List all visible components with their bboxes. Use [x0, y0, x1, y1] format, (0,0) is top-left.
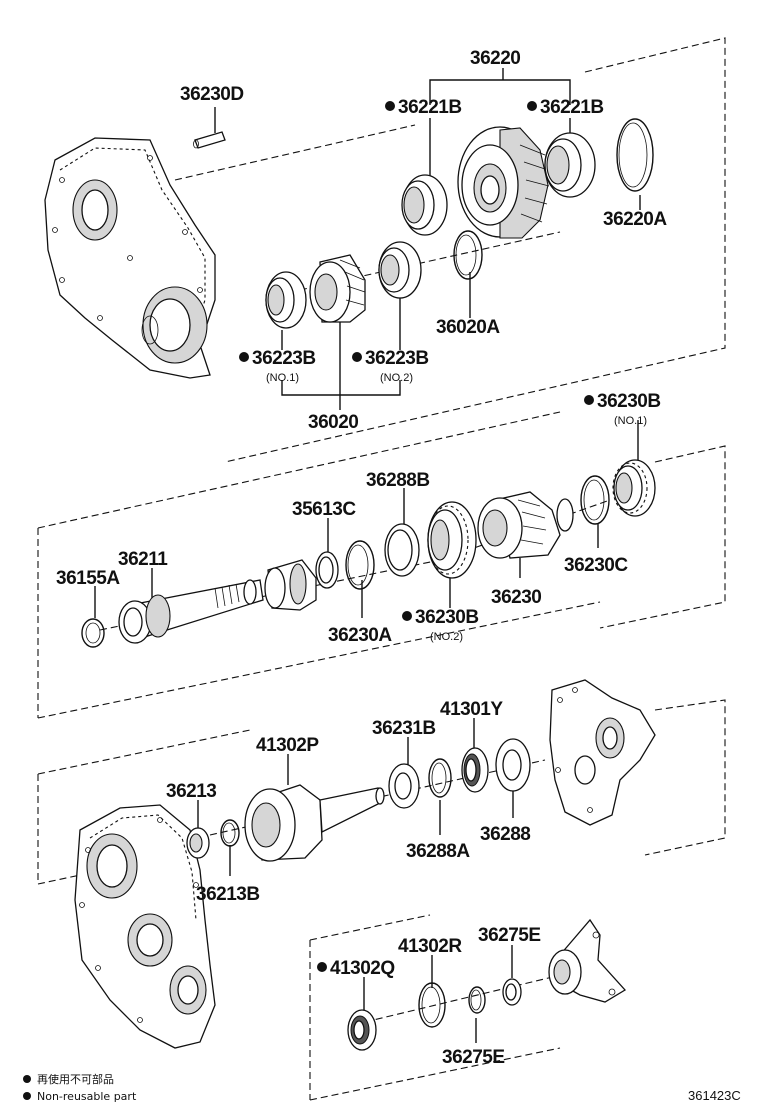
bearing-36213: [186, 827, 210, 859]
label-36020: 36020: [308, 412, 358, 433]
non-reusable-dot: [385, 101, 395, 111]
label-36223b-no2-note: (NO.2): [380, 372, 413, 384]
label-36213b: 36213B: [196, 884, 260, 905]
label-36221b-right: 36221B: [540, 97, 604, 118]
label-36020a: 36020A: [436, 317, 500, 338]
ring-36288b: [384, 523, 420, 577]
seal-41302q: [347, 1009, 377, 1051]
gear-36220: [457, 126, 550, 239]
ring-36230c: [580, 475, 610, 525]
ring-36230a: [345, 540, 375, 590]
non-reusable-dot: [239, 352, 249, 362]
ring-41302r: [418, 982, 446, 1028]
transfer-case-housing-top: [44, 137, 216, 379]
non-reusable-dot: [584, 395, 594, 405]
non-reusable-dot: [352, 352, 362, 362]
label-36275e-bottom: 36275E: [442, 1047, 505, 1068]
flange: [548, 918, 627, 1003]
legend-line-japanese: 再使用不可部品: [37, 1072, 114, 1086]
label-36211: 36211: [118, 549, 168, 570]
shaft-36211: [118, 579, 264, 644]
label-36231b: 36231B: [372, 718, 436, 739]
ring-36020a: [453, 230, 483, 280]
legend-dot: [23, 1075, 31, 1083]
gear-36020: [309, 254, 366, 323]
leader-lines: [94, 68, 641, 1043]
bearing-36221b-left: [401, 174, 448, 236]
bearing-41301y: [461, 747, 489, 793]
non-reusable-dot: [527, 101, 537, 111]
bearing-36221b-right: [544, 132, 596, 198]
label-36221b-left: 36221B: [398, 97, 462, 118]
label-41301y: 41301Y: [440, 699, 503, 720]
assembly-frames: [37, 37, 726, 1101]
washer-36288: [495, 738, 531, 792]
bearing-36223b-no1: [265, 271, 307, 329]
label-36230d: 36230D: [180, 84, 244, 105]
ring-36288a: [428, 758, 452, 798]
ring-35613c: [315, 551, 339, 589]
label-36223b-no1: 36223B: [252, 348, 316, 369]
transfer-case-housing-bottom: [74, 804, 216, 1049]
label-41302r: 41302R: [398, 936, 462, 957]
label-36230b-no1: 36230B: [597, 391, 661, 412]
ring-36213b: [220, 819, 240, 847]
washer-36231b: [388, 763, 420, 809]
label-36230b-no1-note: (NO.1): [614, 415, 647, 427]
nut-36275e: [502, 978, 522, 1006]
label-41302q: 41302Q: [330, 958, 395, 979]
label-36230b-no2: 36230B: [415, 607, 479, 628]
gear-36230: [477, 491, 574, 559]
extension-housing: [549, 679, 656, 826]
pin-36230d: [193, 131, 226, 149]
label-36230: 36230: [491, 587, 541, 608]
label-36288a: 36288A: [406, 841, 470, 862]
diagram-reference-number: 361423C: [688, 1088, 741, 1103]
bearing-36230b-no2: [427, 501, 477, 579]
bearing-36230b-no1: [612, 459, 656, 517]
ring-36155a: [81, 618, 105, 648]
label-36220a: 36220A: [603, 209, 667, 230]
legend: 再使用不可部品 Non-reusable part: [23, 1072, 137, 1103]
label-35613c: 35613C: [292, 499, 356, 520]
label-36220: 36220: [470, 48, 520, 69]
label-36288b: 36288B: [366, 470, 430, 491]
label-36275e-top: 36275E: [478, 925, 541, 946]
legend-line-english: Non-reusable part: [37, 1090, 137, 1103]
ring-36220a: [616, 118, 654, 192]
label-36230c: 36230C: [564, 555, 628, 576]
bearing-36223b-no2: [378, 241, 422, 299]
label-41302p: 41302P: [256, 735, 319, 756]
non-reusable-dot: [402, 611, 412, 621]
label-36213: 36213: [166, 781, 216, 802]
label-36230b-no2-note: (NO.2): [430, 631, 463, 643]
ring-36275e-small: [468, 986, 486, 1014]
hub-41302p: [244, 784, 385, 862]
legend-dot: [23, 1092, 31, 1100]
label-36155a: 36155A: [56, 568, 120, 589]
sleeve-part: [264, 559, 317, 611]
label-36230a: 36230A: [328, 625, 392, 646]
non-reusable-dot: [317, 962, 327, 972]
label-36223b-no2: 36223B: [365, 348, 429, 369]
label-36223b-no1-note: (NO.1): [266, 372, 299, 384]
part-labels: 36230D 36220 36221B 36221B 36220A 36020A…: [56, 48, 668, 1068]
label-36288: 36288: [480, 824, 530, 845]
